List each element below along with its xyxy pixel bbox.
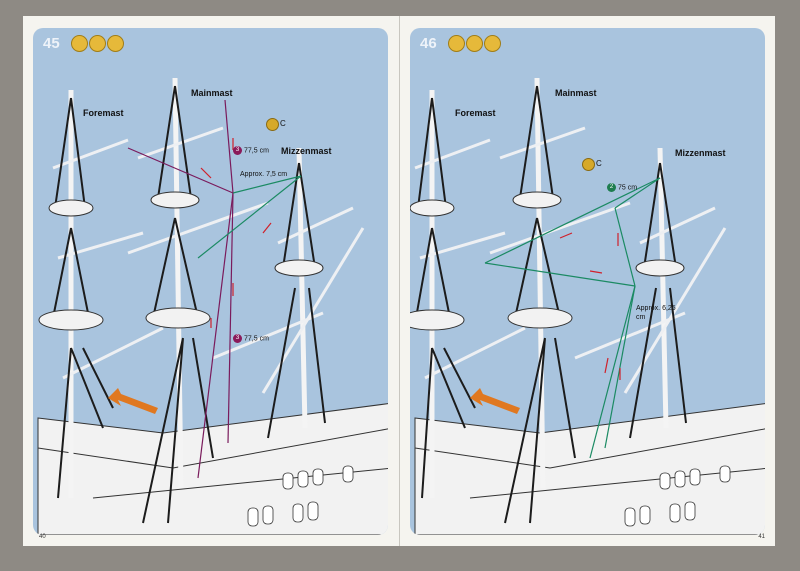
step-panel-46: 46 [410, 28, 765, 535]
paint-code: C [280, 119, 286, 128]
tool-icon [466, 35, 483, 52]
mainmast-label: Mainmast [191, 88, 233, 98]
step-panel-45: 45 [33, 28, 388, 535]
thread-badge: 2 [607, 183, 616, 192]
ship-rigging-drawing [410, 77, 765, 535]
foremast-label: Foremast [455, 108, 496, 118]
tool-icon [89, 35, 106, 52]
paint-pot-icon [582, 158, 595, 171]
foremast-label: Foremast [83, 108, 124, 118]
right-page: 46 [400, 16, 775, 546]
step-number: 45 [43, 35, 60, 52]
tool-icon [448, 35, 465, 52]
mainmast-label: Mainmast [555, 88, 597, 98]
tool-icon [71, 35, 88, 52]
paint-code: C [596, 159, 602, 168]
paint-pot-icon [266, 118, 279, 131]
thread-badge: 3 [233, 334, 242, 343]
step-number: 46 [420, 35, 437, 52]
page-number: 40 [39, 534, 46, 540]
page-number: 41 [758, 534, 765, 540]
measurement-2: Approx. 6,25 cm [636, 305, 676, 321]
thread-badge: 3 [233, 146, 242, 155]
tool-icon [484, 35, 501, 52]
ship-rigging-drawing [37, 77, 388, 535]
mizzenmast-label: Mizzenmast [675, 148, 726, 158]
tool-icon [107, 35, 124, 52]
measurement-2: Approx. 7,5 cm [240, 171, 288, 178]
left-page: 45 [23, 16, 399, 546]
mizzenmast-label: Mizzenmast [281, 146, 332, 156]
book-spine [398, 16, 401, 546]
